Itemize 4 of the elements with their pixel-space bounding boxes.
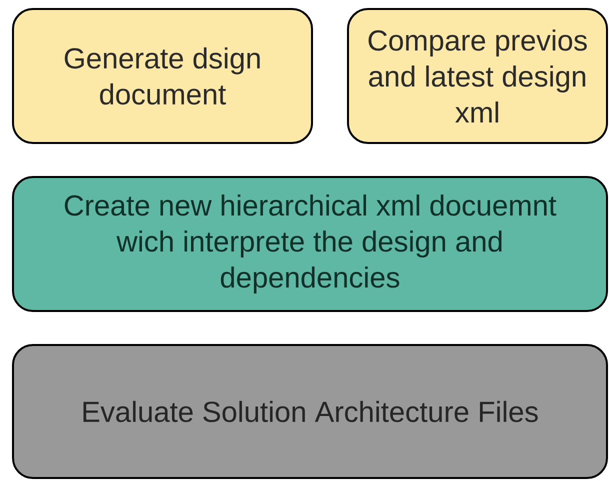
process-box: Evaluate Solution Architecture Files <box>12 344 608 479</box>
process-box: Compare previos and latest design xml <box>347 8 608 144</box>
process-box: Generate dsign document <box>12 8 313 144</box>
process-box: Create new hierarchical xml docuemnt wich interprete the design and dependencies <box>12 176 608 312</box>
